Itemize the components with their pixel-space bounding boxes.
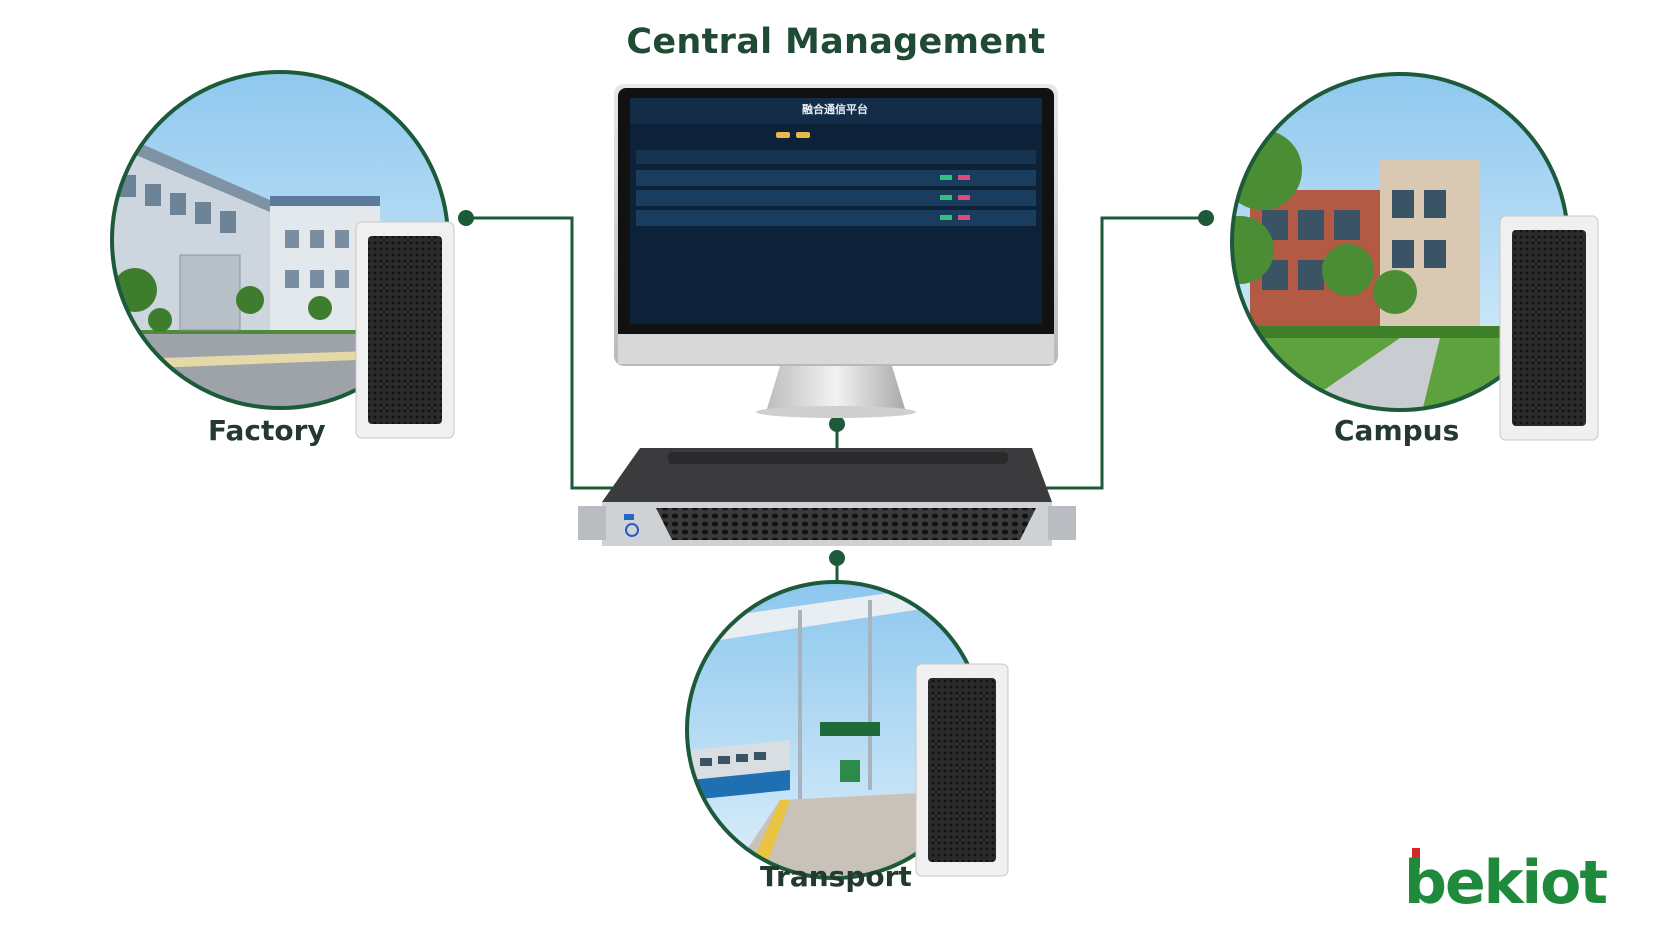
connector-node bbox=[1198, 210, 1214, 226]
screen-app-title: 融合通信平台 bbox=[802, 103, 868, 116]
speaker-campus bbox=[1499, 215, 1599, 441]
site-label-campus: Campus bbox=[1334, 414, 1460, 447]
broadcast-server bbox=[578, 448, 1076, 546]
bekiot-logo-mark bbox=[1412, 848, 1420, 868]
connector-node bbox=[829, 416, 845, 432]
brand-logo: bekiot bbox=[1404, 848, 1608, 918]
site-label-factory: Factory bbox=[208, 414, 326, 447]
brand-logo-text: bekiot bbox=[1404, 848, 1608, 918]
speaker-transport bbox=[915, 663, 1009, 877]
screen-header bbox=[630, 98, 1042, 124]
diagram-title: Central Management bbox=[626, 22, 1046, 62]
site-label-transport: Transport bbox=[760, 860, 912, 893]
connector-node bbox=[458, 210, 474, 226]
connector-campus bbox=[1042, 216, 1206, 490]
connector-node bbox=[829, 550, 845, 566]
speaker-factory bbox=[355, 221, 455, 439]
monitor bbox=[614, 84, 1058, 418]
connector-factory bbox=[466, 216, 628, 490]
